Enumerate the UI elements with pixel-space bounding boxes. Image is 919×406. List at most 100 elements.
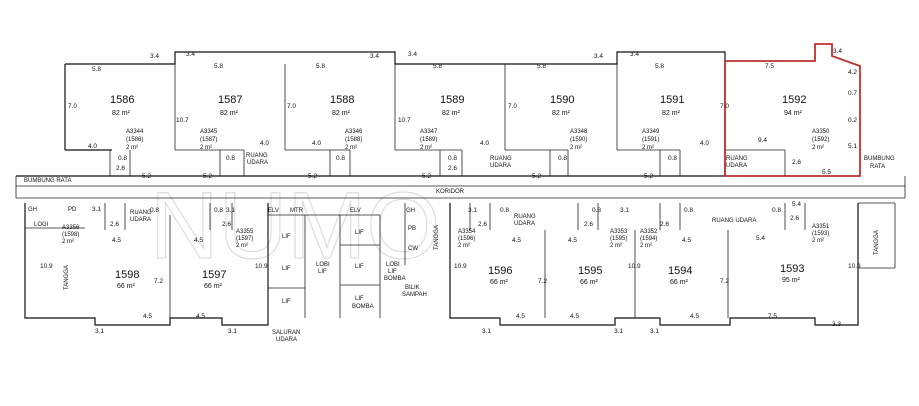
svg-text:3.4: 3.4 (150, 53, 159, 60)
unit-number: 1598 (115, 269, 139, 281)
lot-area: 2 m² (812, 145, 824, 151)
unit-number: 1591 (660, 94, 684, 106)
svg-text:5.8: 5.8 (433, 63, 442, 70)
unit-area: 66 m² (490, 279, 509, 286)
svg-text:3.4: 3.4 (370, 53, 379, 60)
lot-number: A3345 (200, 129, 218, 135)
svg-text:SAMPAH: SAMPAH (402, 292, 427, 298)
svg-text:0.8: 0.8 (668, 155, 677, 162)
logi-label: LOGI (34, 222, 49, 228)
unit-1598: 1598 66 m² A3356 (1598) 2 m² (62, 225, 139, 290)
bumbung-rata-label: BUMBUNG RATA (24, 178, 71, 184)
svg-text:BOMBA: BOMBA (384, 276, 406, 282)
svg-text:5.5: 5.5 (822, 169, 831, 176)
svg-text:5.2: 5.2 (644, 173, 653, 180)
lot-number: A3351 (812, 224, 830, 230)
svg-text:0.8: 0.8 (150, 207, 159, 214)
lot-ref: (1597) (236, 236, 253, 242)
unit-1589: 1589 82 m² A3347 (1589) 2 m² (420, 94, 464, 151)
unit-number: 1590 (550, 94, 574, 106)
lot-ref: (1587) (200, 137, 217, 143)
unit-1590: 1590 82 m² A3348 (1590) 2 m² (550, 94, 588, 151)
unit-area: 95 m² (782, 277, 801, 284)
svg-text:4.0: 4.0 (480, 140, 489, 147)
svg-text:5.8: 5.8 (655, 63, 664, 70)
svg-text:4.5: 4.5 (690, 313, 699, 320)
svg-text:0.8: 0.8 (772, 207, 781, 214)
pb-label: PB (408, 226, 416, 232)
lot-ref: (1596) (458, 236, 475, 242)
unit-number: 1588 (330, 94, 354, 106)
svg-text:10.9: 10.9 (848, 263, 861, 270)
svg-text:10.7: 10.7 (176, 117, 189, 124)
svg-text:3.1: 3.1 (614, 328, 623, 335)
lot-number: A3347 (420, 129, 438, 135)
svg-text:4.0: 4.0 (260, 140, 269, 147)
svg-text:4.5: 4.5 (112, 237, 121, 244)
lower-block-walls (24, 202, 896, 326)
ruang-udara-label: RUANG UDARA (712, 218, 756, 224)
svg-text:10.7: 10.7 (398, 117, 411, 124)
unit-1588: 1588 82 m² A3346 (1588) 2 m² (330, 94, 363, 151)
svg-text:7.2: 7.2 (720, 278, 729, 285)
elv-label: ELV (350, 208, 361, 214)
ruang-udara-label: RUANG (726, 156, 748, 162)
svg-text:0.8: 0.8 (448, 155, 457, 162)
lot-number: A3348 (570, 129, 588, 135)
svg-text:4.0: 4.0 (700, 140, 709, 147)
svg-text:2.6: 2.6 (792, 159, 801, 166)
unit-area: 66 m² (204, 283, 223, 290)
lif-label: LIF (282, 234, 291, 240)
lot-ref: (1594) (640, 236, 657, 242)
svg-text:4.0: 4.0 (88, 143, 97, 150)
unit-number: 1594 (668, 265, 692, 277)
svg-text:4.5: 4.5 (194, 237, 203, 244)
svg-text:5.2: 5.2 (532, 173, 541, 180)
pd-label: PD (68, 207, 77, 213)
unit-area: 66 m² (670, 279, 689, 286)
lot-number: A3352 (640, 229, 658, 235)
bumbung-rata-label: BUMBUNG (864, 156, 895, 162)
lot-ref: (1586) (126, 137, 143, 143)
elv-label: ELV (268, 208, 279, 214)
svg-text:4.5: 4.5 (196, 313, 205, 320)
svg-text:UDARA: UDARA (514, 221, 535, 227)
watermark-text: NUMO (150, 173, 440, 279)
svg-text:7.0: 7.0 (508, 103, 517, 110)
svg-text:3.4: 3.4 (186, 51, 195, 58)
lot-area: 2 m² (642, 145, 654, 151)
svg-text:2.6: 2.6 (584, 221, 593, 228)
svg-text:5.8: 5.8 (316, 63, 325, 70)
lot-area: 2 m² (200, 145, 212, 151)
svg-text:4.2: 4.2 (848, 69, 857, 76)
svg-text:RATA: RATA (870, 164, 885, 170)
svg-text:4.5: 4.5 (570, 313, 579, 320)
lot-ref: (1591) (642, 137, 659, 143)
svg-text:4.5: 4.5 (568, 237, 577, 244)
unit-area: 82 m² (552, 110, 571, 117)
unit-1586: 1586 82 m² A3344 (1586) 2 m² (110, 94, 144, 151)
unit-1595: 1595 66 m² A3353 (1595) 2 m² (578, 229, 628, 286)
svg-text:5.4: 5.4 (792, 201, 801, 208)
svg-text:0.8: 0.8 (500, 207, 509, 214)
svg-text:5.2: 5.2 (422, 173, 431, 180)
svg-text:5.8: 5.8 (214, 63, 223, 70)
svg-text:5.1: 5.1 (848, 143, 857, 150)
unit-1587: 1587 82 m² A3345 (1587) 2 m² (200, 94, 242, 151)
lobi-bomba-label: LOBI (386, 262, 400, 268)
unit-area: 82 m² (112, 110, 131, 117)
lower-dimensions: 3.1 4.5 4.5 3.1 10.9 7.2 10.9 3.1 4.5 4.… (40, 201, 861, 335)
svg-text:7.5: 7.5 (765, 63, 774, 70)
svg-text:2.6: 2.6 (116, 165, 125, 172)
detail-strips (104, 150, 806, 230)
lot-number: A3354 (458, 229, 476, 235)
svg-text:7.2: 7.2 (538, 278, 547, 285)
svg-text:10.9: 10.9 (255, 263, 268, 270)
svg-text:0.8: 0.8 (118, 155, 127, 162)
lot-area: 2 m² (640, 243, 652, 249)
koridor-label: KORIDOR (436, 189, 465, 195)
ruang-udara-label: RUANG (490, 156, 512, 162)
svg-text:3.1: 3.1 (620, 207, 629, 214)
lot-area: 2 m² (420, 145, 432, 151)
